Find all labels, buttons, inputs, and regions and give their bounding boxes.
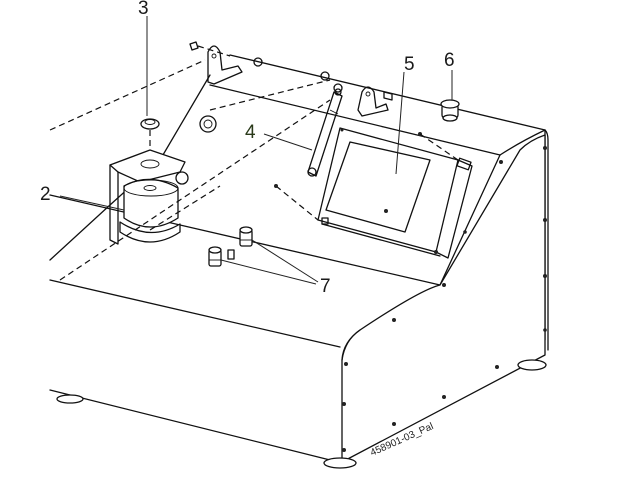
hinge-left — [189, 41, 263, 85]
callout-5: 5 — [404, 54, 415, 75]
callout-labels: 3 6 5 4 2 7 — [40, 0, 455, 297]
display-panel — [274, 127, 473, 259]
bolts — [208, 226, 253, 267]
callout-2: 2 — [40, 184, 51, 205]
callout-6: 6 — [444, 50, 455, 71]
gas-spring-strut — [307, 88, 343, 177]
damper-assembly — [49, 59, 331, 281]
callout-4: 4 — [245, 122, 256, 143]
callout-3: 3 — [138, 0, 149, 19]
bolt-a — [239, 226, 253, 247]
leader-lines — [59, 16, 453, 285]
bolt-b — [208, 246, 222, 267]
round-knob — [199, 115, 217, 133]
machine-housing — [49, 54, 549, 469]
callout-7: 7 — [320, 276, 331, 297]
hinge-right — [320, 71, 393, 117]
connector-cap — [440, 99, 460, 122]
